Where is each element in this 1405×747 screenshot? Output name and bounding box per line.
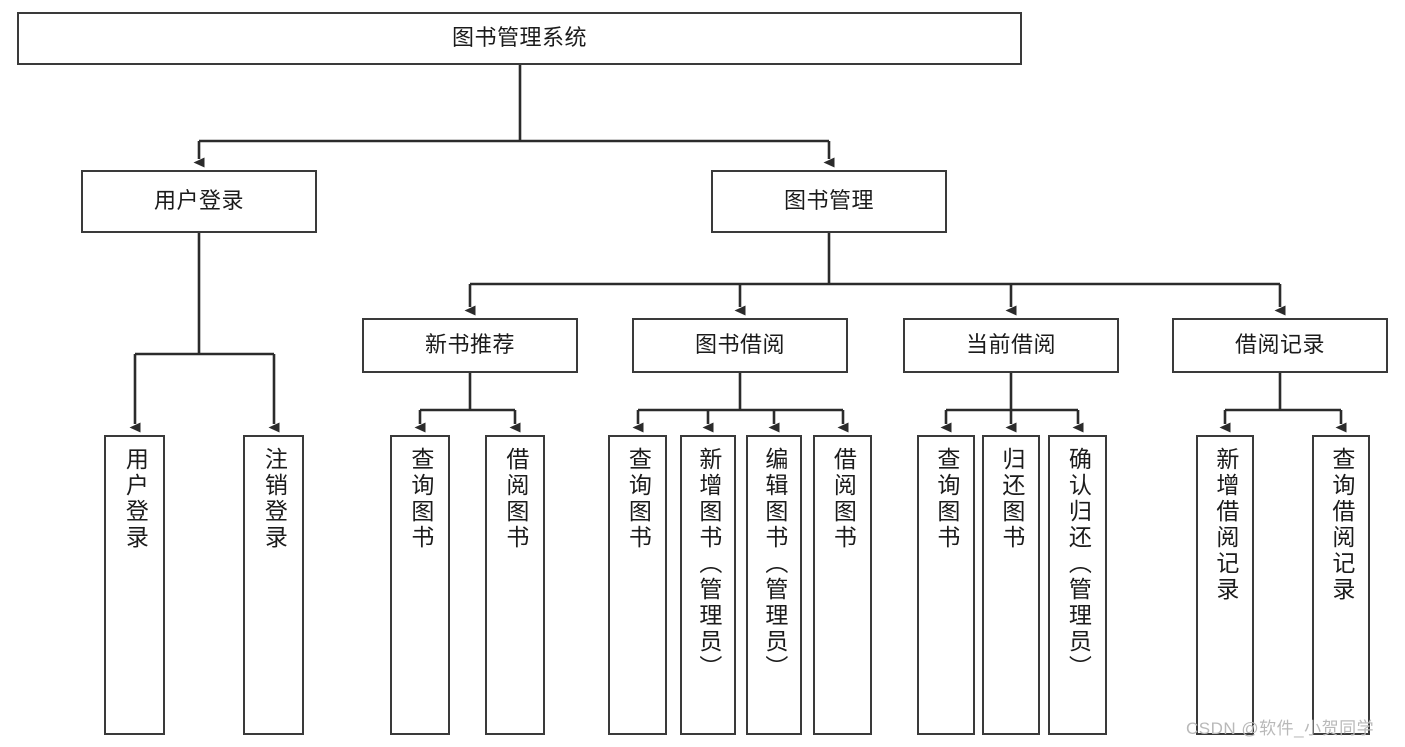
node-label: 图书管理 bbox=[783, 188, 874, 214]
node-label: 用户登录 bbox=[122, 447, 149, 551]
node-label: 查询图书 bbox=[407, 447, 434, 551]
node-label: 注销登录 bbox=[261, 447, 288, 551]
node-label: 编辑图书（管理员） bbox=[761, 447, 788, 681]
node-root[interactable]: 图书管理系统 bbox=[17, 12, 1022, 65]
node-label: 用户登录 bbox=[153, 188, 244, 214]
node-leaf-rec-borrow[interactable]: 借阅图书 bbox=[485, 435, 545, 735]
node-user-login[interactable]: 用户登录 bbox=[81, 170, 317, 233]
node-new-book-rec[interactable]: 新书推荐 bbox=[362, 318, 578, 373]
node-leaf-user-logout[interactable]: 注销登录 bbox=[243, 435, 304, 735]
node-borrow-record[interactable]: 借阅记录 bbox=[1172, 318, 1388, 373]
node-leaf-br-query[interactable]: 查询借阅记录 bbox=[1312, 435, 1370, 735]
node-label: 借阅记录 bbox=[1234, 332, 1325, 358]
node-label: 借阅图书 bbox=[830, 447, 857, 551]
node-label: 查询图书 bbox=[625, 447, 652, 551]
node-leaf-cb-confirm[interactable]: 确认归还（管理员） bbox=[1048, 435, 1107, 735]
node-leaf-cb-return[interactable]: 归还图书 bbox=[982, 435, 1040, 735]
node-label: 图书管理系统 bbox=[451, 25, 587, 51]
node-leaf-user-login[interactable]: 用户登录 bbox=[104, 435, 165, 735]
node-leaf-br-add[interactable]: 新增借阅记录 bbox=[1196, 435, 1254, 735]
node-leaf-bb-borrow[interactable]: 借阅图书 bbox=[813, 435, 872, 735]
csdn-watermark: CSDN @软件_小贺同学 bbox=[1186, 719, 1375, 738]
node-leaf-cb-query[interactable]: 查询图书 bbox=[917, 435, 975, 735]
node-book-borrow[interactable]: 图书借阅 bbox=[632, 318, 848, 373]
node-label: 当前借阅 bbox=[965, 332, 1056, 358]
node-label: 新书推荐 bbox=[424, 332, 515, 358]
node-book-manage[interactable]: 图书管理 bbox=[711, 170, 947, 233]
node-leaf-bb-query[interactable]: 查询图书 bbox=[608, 435, 667, 735]
node-label: 查询借阅记录 bbox=[1328, 447, 1355, 603]
node-leaf-bb-add[interactable]: 新增图书（管理员） bbox=[680, 435, 736, 735]
node-label: 图书借阅 bbox=[694, 332, 785, 358]
node-label: 新增借阅记录 bbox=[1212, 447, 1239, 603]
node-label: 新增图书（管理员） bbox=[695, 447, 722, 681]
node-leaf-bb-edit[interactable]: 编辑图书（管理员） bbox=[746, 435, 802, 735]
node-label: 确认归还（管理员） bbox=[1065, 447, 1092, 681]
node-leaf-rec-query[interactable]: 查询图书 bbox=[390, 435, 450, 735]
node-label: 归还图书 bbox=[998, 447, 1025, 551]
node-current-borrow[interactable]: 当前借阅 bbox=[903, 318, 1119, 373]
node-label: 借阅图书 bbox=[502, 447, 529, 551]
node-label: 查询图书 bbox=[933, 447, 960, 551]
